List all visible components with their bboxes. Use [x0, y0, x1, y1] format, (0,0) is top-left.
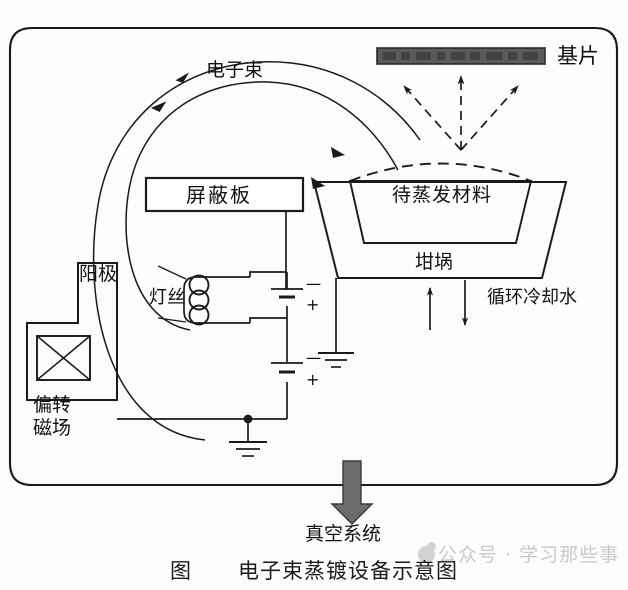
label-electron-beam: 电子束	[206, 59, 264, 81]
filament-leader-line-bottom	[157, 317, 187, 323]
circuit-junction-dot	[243, 414, 253, 424]
label-shield-plate: 屏蔽板	[186, 183, 252, 207]
figure-caption: 图 电子束蒸镀设备示意图	[0, 555, 628, 585]
substrate-bar	[376, 47, 546, 65]
watermark-logo-icon	[418, 542, 436, 563]
label-substrate: 基片	[557, 44, 599, 68]
label-deflection-field-line1: 偏转	[33, 394, 72, 416]
electron-beam-inner-trajectory	[125, 81, 399, 331]
ground-crucible-icon	[318, 352, 354, 368]
ground-circuit-icon	[229, 441, 267, 457]
circuit-wiring	[117, 271, 288, 441]
electron-beam-arrowheads	[151, 72, 345, 189]
battery-lower-negative-mark: 一	[306, 350, 322, 368]
filament-leader-line-top	[157, 265, 187, 280]
battery-upper-positive-mark: +	[306, 295, 320, 314]
watermark-text: 公众号 · 学习那些事	[438, 544, 620, 566]
evaporation-material-melt-surface	[349, 162, 532, 182]
vacuum-chamber-outline	[8, 26, 619, 487]
label-cooling-water: 循环冷却水	[487, 287, 577, 308]
substrate-texture	[383, 52, 538, 60]
cooling-water-arrows	[426, 280, 469, 330]
shield-plate-box	[144, 176, 305, 213]
figure-caption-title: 电子束蒸镀设备示意图	[238, 559, 458, 583]
filament-coil	[188, 274, 210, 326]
anode-body	[26, 262, 118, 401]
deflection-field-box	[36, 335, 91, 381]
power-supply-upper-symbol	[271, 288, 303, 299]
label-crucible: 坩埚	[415, 251, 454, 273]
evaporation-material-body	[348, 180, 533, 244]
label-vacuum-system: 真空系统	[305, 523, 382, 545]
vacuum-system-arrow	[330, 460, 374, 525]
label-anode: 阳极	[79, 263, 118, 285]
battery-lower-positive-mark: +	[306, 370, 320, 389]
electron-beam-outer-trajectory	[92, 61, 421, 441]
figure-caption-prefix: 图	[170, 559, 192, 583]
deflection-field-cross-b	[36, 335, 91, 381]
label-filament: 灯丝	[149, 287, 185, 308]
battery-upper-negative-mark: 一	[306, 276, 322, 294]
filament-bracket	[183, 276, 250, 324]
vapor-flux-arrows	[403, 75, 519, 151]
label-evaporation-material: 待蒸发材料	[392, 184, 493, 206]
power-supply-lower-symbol	[271, 362, 303, 374]
label-deflection-field-line2: 磁场	[33, 417, 72, 439]
